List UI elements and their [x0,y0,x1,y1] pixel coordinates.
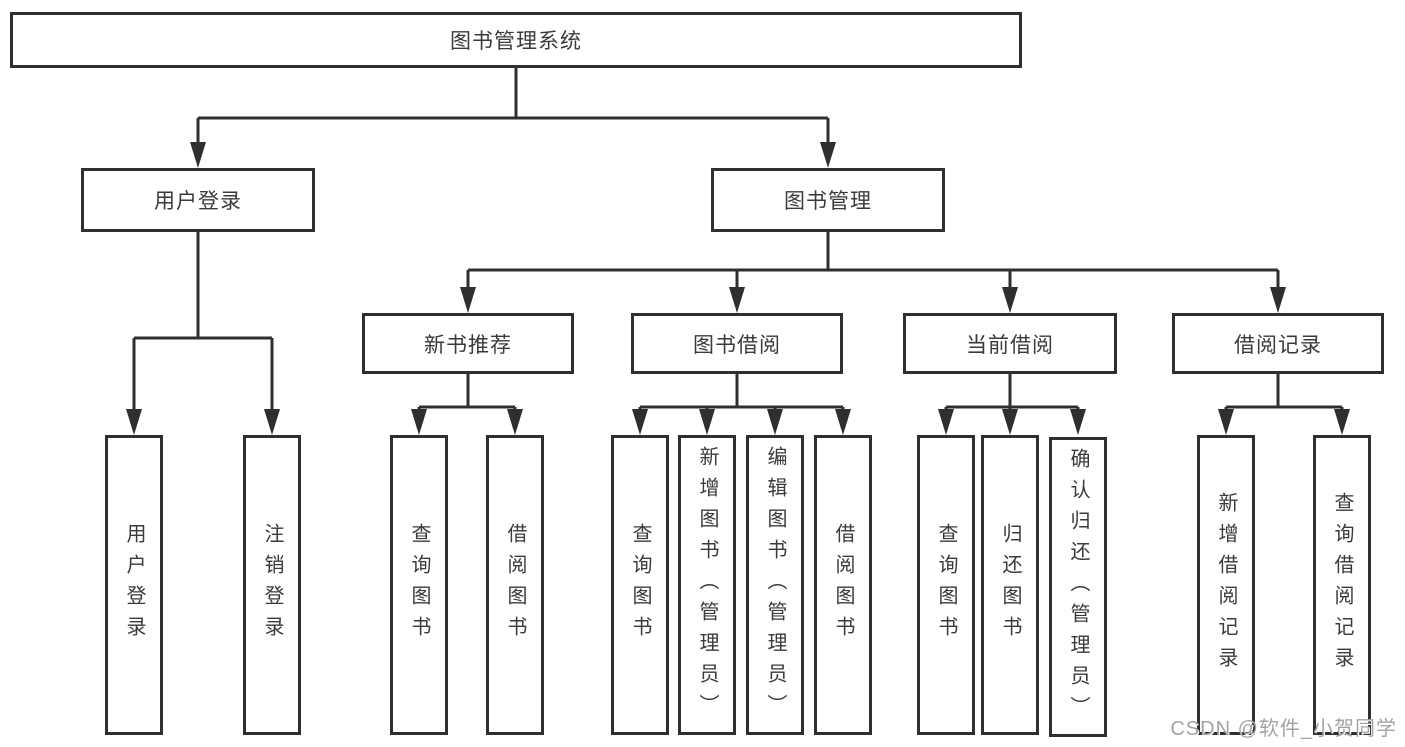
node-label: 确认归还（管理员） [1067,447,1089,727]
csdn-watermark: CSDN @软件_小贺同学 [1170,718,1397,740]
node-label: 查询图书 [935,523,957,647]
node-label: 查询图书 [629,523,651,647]
leaf-add-books-admin: 新增图书（管理员） [678,435,736,735]
node-label: 编辑图书（管理员） [764,445,786,725]
leaf-confirm-return-admin: 确认归还（管理员） [1049,437,1107,737]
node-label: 新书推荐 [424,333,512,357]
node-label: 图书借阅 [693,333,781,357]
node-root-library-management-system: 图书管理系统 [10,12,1022,68]
leaf-query-books-current: 查询图书 [917,435,975,735]
leaf-borrow-books: 借阅图书 [814,435,872,735]
leaf-query-books-recommendation: 查询图书 [390,435,448,735]
leaf-logout: 注销登录 [243,435,301,735]
leaf-user-login: 用户登录 [105,435,163,735]
node-new-book-recommendation: 新书推荐 [362,313,574,374]
node-book-management-branch: 图书管理 [711,168,945,232]
node-label: 当前借阅 [966,333,1054,357]
node-label: 新增图书（管理员） [696,445,718,725]
node-label: 借阅图书 [832,523,854,647]
node-label: 新增借阅记录 [1215,492,1237,678]
node-book-borrowing: 图书借阅 [631,313,843,374]
leaf-edit-books-admin: 编辑图书（管理员） [746,435,804,735]
arrowheads [126,142,1350,435]
node-label: 注销登录 [261,523,283,647]
leaf-return-books: 归还图书 [981,435,1039,735]
node-label: 查询图书 [408,523,430,647]
node-label: 借阅图书 [504,523,526,647]
node-label: 归还图书 [999,523,1021,647]
node-label: 用户登录 [123,523,145,647]
leaf-query-books-borrowing: 查询图书 [611,435,669,735]
leaf-borrow-books-recommendation: 借阅图书 [486,435,544,735]
node-label: 图书管理 [784,190,872,213]
leaf-query-borrow-record: 查询借阅记录 [1313,435,1371,735]
node-label: 用户登录 [154,190,242,213]
node-user-login-branch: 用户登录 [81,168,315,232]
node-current-borrowing: 当前借阅 [903,313,1117,374]
node-borrowing-records: 借阅记录 [1172,313,1384,374]
leaf-add-borrow-record: 新增借阅记录 [1197,435,1255,735]
node-label: 图书管理系统 [450,30,582,53]
node-label: 查询借阅记录 [1331,492,1353,678]
node-label: 借阅记录 [1234,333,1322,357]
